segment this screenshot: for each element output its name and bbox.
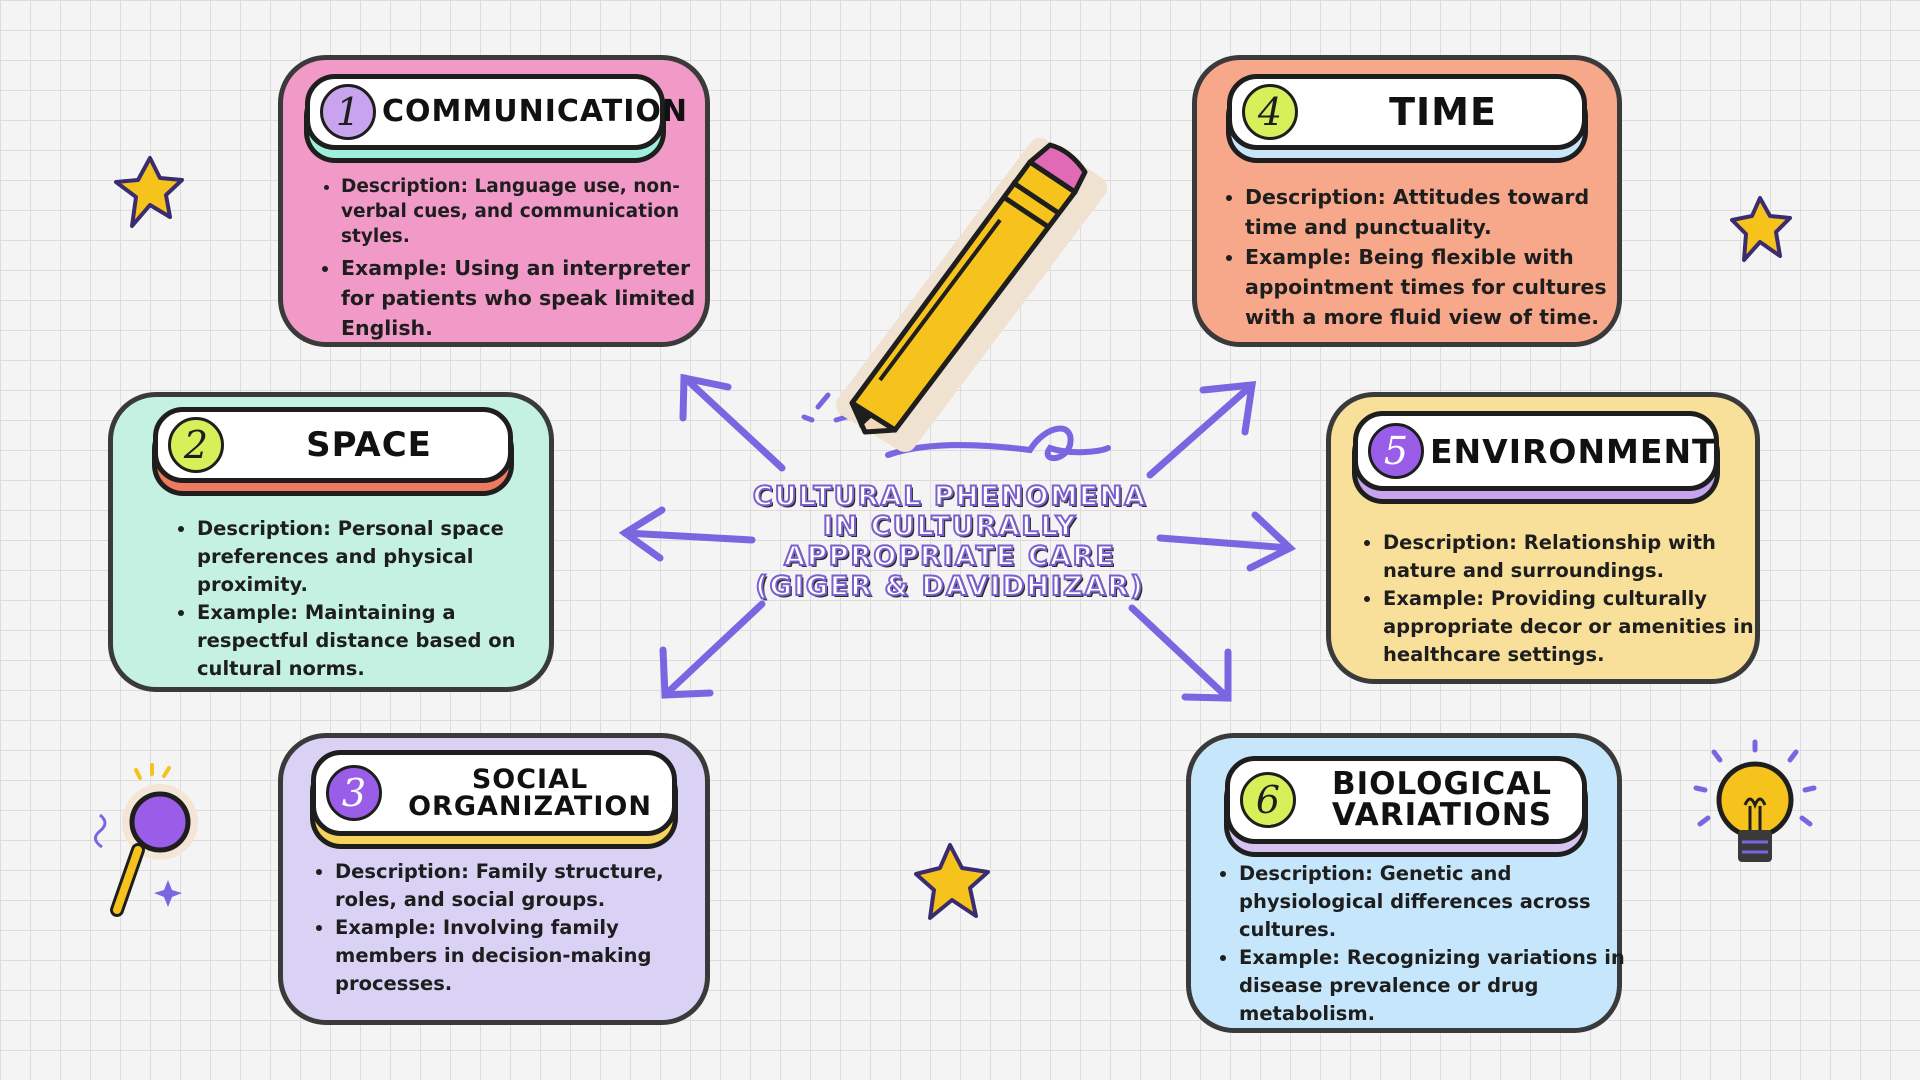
star-icon <box>914 843 990 920</box>
center-title: CULTURAL PHENOMENA IN CULTURALLY APPROPR… <box>752 481 1148 603</box>
number-badge: 1 <box>320 84 376 140</box>
star-icon <box>114 156 184 228</box>
card-points: Description: Attitudes toward time and p… <box>1221 182 1615 332</box>
example-point: Example: Using an interpreter for patien… <box>341 253 701 343</box>
card-points: Description: Language use, non-verbal cu… <box>317 174 701 343</box>
card-points: Description: Personal space preferences … <box>173 515 547 683</box>
card-points: Description: Genetic and physiological d… <box>1215 860 1634 1028</box>
star-icon <box>1730 196 1792 262</box>
description-point: Description: Personal space preferences … <box>197 515 547 599</box>
card-header: 4 TIME <box>1227 74 1587 150</box>
card-points: Description: Relationship with nature an… <box>1359 529 1773 669</box>
example-point: Example: Providing culturally appropriat… <box>1383 585 1773 669</box>
arrow-to-time <box>1146 381 1257 479</box>
squiggle-decoration <box>885 425 1111 462</box>
card-title: ENVIRONMENT <box>1430 431 1716 471</box>
arrow-to-environment <box>1156 511 1297 572</box>
card-time: 4 TIME Description: Attitudes toward tim… <box>1192 55 1622 347</box>
arrow-to-space <box>618 506 756 562</box>
example-point: Example: Involving family members in dec… <box>335 914 685 998</box>
magnifying-glass-icon <box>94 763 198 917</box>
description-point: Description: Genetic and physiological d… <box>1239 860 1634 944</box>
card-title: TIME <box>1389 90 1497 134</box>
number-badge: 2 <box>168 417 224 473</box>
number-badge: 5 <box>1368 423 1424 479</box>
card-header: 1 COMMUNICATION <box>305 74 687 150</box>
arrow-to-biological-variations <box>1128 604 1232 702</box>
card-communication: 1 COMMUNICATION Description: Language us… <box>278 55 710 347</box>
number-badge: 3 <box>326 765 382 821</box>
card-biological-variations: 6 BIOLOGICAL VARIATIONS Description: Gen… <box>1186 733 1625 1033</box>
description-point: Description: Attitudes toward time and p… <box>1245 182 1615 242</box>
lightbulb-icon <box>1693 739 1817 862</box>
number-badge: 4 <box>1242 84 1298 140</box>
card-environment: 5 ENVIRONMENT Description: Relationship … <box>1326 392 1760 684</box>
card-header: 5 ENVIRONMENT <box>1353 411 1719 491</box>
example-point: Example: Being flexible with appointment… <box>1245 242 1615 332</box>
description-point: Description: Language use, non-verbal cu… <box>341 174 701 249</box>
number-badge: 6 <box>1240 772 1296 828</box>
card-title: COMMUNICATION <box>382 94 688 129</box>
card-social-organization: 3 SOCIAL ORGANIZATION Description: Famil… <box>278 733 710 1025</box>
card-points: Description: Family structure, roles, an… <box>311 858 685 998</box>
arrow-to-social-organization <box>659 600 766 699</box>
description-point: Description: Family structure, roles, an… <box>335 858 685 914</box>
example-point: Example: Recognizing variations in disea… <box>1239 944 1634 1028</box>
arrow-to-communication <box>679 373 786 472</box>
card-header: 2 SPACE <box>153 407 513 483</box>
card-space: 2 SPACE Description: Personal space pref… <box>108 392 554 692</box>
description-point: Description: Relationship with nature an… <box>1383 529 1773 585</box>
example-point: Example: Maintaining a respectful distan… <box>197 599 547 683</box>
card-title: SPACE <box>306 425 432 465</box>
pencil-icon <box>836 138 1107 452</box>
card-title: SOCIAL ORGANIZATION <box>408 764 652 822</box>
card-header: 3 SOCIAL ORGANIZATION <box>311 750 677 836</box>
card-header: 6 BIOLOGICAL VARIATIONS <box>1225 756 1587 844</box>
card-title: BIOLOGICAL VARIATIONS <box>1331 766 1553 833</box>
